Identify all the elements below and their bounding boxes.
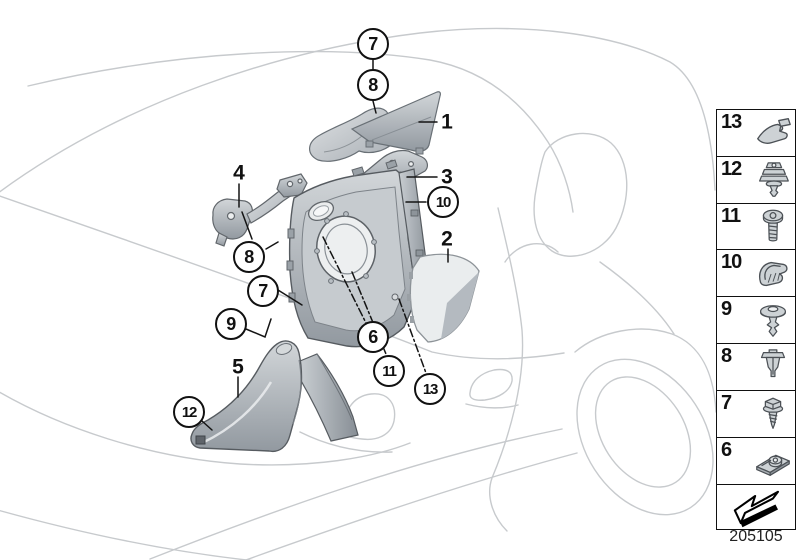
sidebar-cell-8[interactable]: 8	[716, 343, 796, 392]
label-3[interactable]: 3	[441, 165, 453, 189]
callout-13[interactable]: 13	[414, 373, 446, 405]
sidebar-cell-number: 9	[721, 298, 732, 321]
part-4-bracket	[212, 173, 308, 247]
sidebar-cell-number: 7	[721, 391, 732, 414]
spring-clamp-icon	[752, 253, 794, 295]
cage-nut-icon	[752, 440, 794, 482]
part-5-pillar-trim	[190, 340, 303, 453]
label-2[interactable]: 2	[441, 227, 453, 251]
callout-8-top[interactable]: 8	[357, 69, 389, 101]
sidebar-cell-9[interactable]: 9	[716, 296, 796, 345]
push-rivet-icon	[752, 300, 794, 342]
hex-screw-icon	[752, 393, 794, 435]
sidebar-cell-number: 13	[721, 111, 742, 133]
sidebar-cell-6[interactable]: 6	[716, 436, 796, 486]
part-quarter-trim-panel	[286, 159, 418, 348]
sidebar-cell-13[interactable]: 13	[716, 109, 796, 158]
callout-9[interactable]: 9	[215, 308, 247, 340]
trim-clip-icon	[752, 112, 794, 154]
sidebar-cell-12[interactable]: 12	[716, 155, 796, 205]
sidebar-cell-number: 12	[721, 157, 742, 180]
sidebar-cell-7[interactable]: 7	[716, 389, 796, 439]
callout-11[interactable]: 11	[373, 355, 405, 387]
diagram-code: 205105	[729, 528, 783, 545]
part-pillar-rear-panel	[299, 353, 359, 442]
sidebar-cell-number: 6	[721, 438, 732, 461]
label-1[interactable]: 1	[441, 110, 453, 134]
callout-8-left[interactable]: 8	[233, 241, 265, 273]
sidebar-cell-number: 10	[721, 251, 742, 274]
fastener-legend-sidebar: 13 12 11 10 9 8 7 6	[716, 109, 796, 530]
leader-lines	[201, 59, 449, 431]
direction-arrow-icon	[728, 485, 784, 529]
expanding-grommet-icon	[752, 159, 794, 201]
part-1-sail-trim	[309, 91, 441, 162]
sidebar-cell-number: 8	[721, 345, 732, 368]
sidebar-cell-number: 11	[721, 204, 741, 227]
sidebar-cell-10[interactable]: 10	[716, 249, 796, 298]
callout-6[interactable]: 6	[357, 321, 389, 353]
callout-7-top[interactable]: 7	[357, 28, 389, 60]
callout-10[interactable]: 10	[427, 186, 459, 218]
label-4[interactable]: 4	[233, 161, 245, 185]
callout-7-left[interactable]: 7	[247, 275, 279, 307]
sidebar-cell-arrow[interactable]	[716, 483, 796, 530]
callout-12[interactable]: 12	[173, 396, 205, 428]
pan-head-screw-icon	[752, 206, 794, 248]
sidebar-cell-11[interactable]: 11	[716, 202, 796, 252]
expansion-rivet-icon	[752, 346, 794, 388]
part-2-trim-flap	[407, 253, 480, 343]
label-5[interactable]: 5	[232, 355, 244, 379]
car-outline-sketch	[0, 27, 717, 560]
